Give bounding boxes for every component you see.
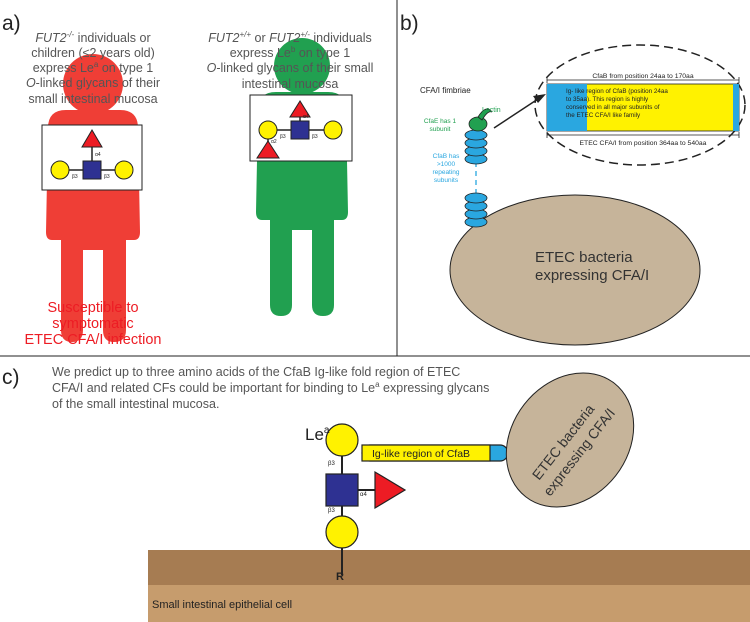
fucose-triangle-top (289, 100, 311, 118)
svg-text:R: R (336, 571, 344, 583)
fucose-triangle (81, 129, 103, 148)
svg-text:α4: α4 (360, 492, 367, 498)
svg-text:the ETEC CFA/I like family: the ETEC CFA/I like family (566, 112, 641, 119)
panel-c-label: c) (2, 366, 20, 389)
svg-text:We predict up to three amino a: We predict up to three amino acids of th… (52, 365, 460, 379)
svg-text:subunit: subunit (430, 126, 451, 133)
svg-text:FUT2+/+ or FUT2+/- individuals: FUT2+/+ or FUT2+/- individuals (208, 30, 372, 45)
svg-text:Ig- like region of CfaB (posit: Ig- like region of CfaB (position 24aa (566, 88, 668, 95)
zoom-ellipse (534, 44, 746, 166)
svg-text:CFA/I fimbriae: CFA/I fimbriae (420, 86, 471, 95)
svg-text:>1000: >1000 (437, 161, 456, 168)
zoom-arrow (493, 94, 546, 129)
galactose-right (323, 120, 343, 140)
panel-c: c) We predict up to three amino acids of… (2, 365, 750, 622)
svg-text:intestinal mucosa: intestinal mucosa (242, 77, 339, 91)
svg-text:FUT2-/- individuals or: FUT2-/- individuals or (35, 30, 150, 45)
svg-text:α4: α4 (95, 152, 101, 158)
glcnac-square (290, 120, 310, 140)
svg-text:β3: β3 (104, 174, 110, 180)
left-description: FUT2-/- individuals or children (≤2 year… (26, 30, 160, 106)
susceptible-text: Susceptible to symptomatic ETEC CFA/I in… (25, 300, 162, 348)
svg-text:CfaE has 1: CfaE has 1 (424, 118, 457, 125)
mucosa-bottom-layer (148, 585, 750, 622)
svg-text:symptomatic: symptomatic (52, 316, 133, 332)
ig-like-region: Ig-like region of CfaB (361, 444, 509, 462)
panel-c-description: We predict up to three amino acids of th… (52, 365, 489, 411)
etec-bacterium (449, 194, 701, 346)
svg-text:of the small intestinal mucosa: of the small intestinal mucosa. (52, 397, 219, 411)
svg-text:CfaB from position 24aa to 170: CfaB from position 24aa to 170aa (592, 73, 693, 80)
svg-text:ETEC bacteria: ETEC bacteria (535, 249, 633, 266)
right-description: FUT2+/+ or FUT2+/- individuals express L… (207, 30, 374, 91)
svg-text:β3: β3 (280, 134, 286, 140)
svg-text:α4: α4 (303, 114, 309, 120)
svg-text:express Leb on type 1: express Leb on type 1 (230, 45, 351, 60)
svg-text:conserved in all major subunit: conserved in all major subunits of (566, 104, 660, 111)
lea-label: Lea (305, 425, 330, 444)
right-glycan-box: α4 β3 β3 α2 (249, 94, 353, 162)
cfae-lectin (468, 116, 488, 132)
fucose-triangle-bottom (256, 140, 280, 159)
svg-text:repeating: repeating (432, 169, 459, 176)
mucosa-top-layer (148, 550, 750, 585)
epithelial-label: Small intestinal epithelial cell (152, 599, 292, 611)
svg-text:expressing CFA/I: expressing CFA/I (535, 267, 649, 284)
svg-text:express Lea on type 1: express Lea on type 1 (33, 60, 154, 75)
svg-text:subunits: subunits (434, 177, 459, 184)
svg-text:ETEC CFA/I from position 364aa: ETEC CFA/I from position 364aa to 540aa (580, 140, 707, 147)
svg-text:ETEC CFA/I infection: ETEC CFA/I infection (25, 332, 162, 348)
cfab-bar: CfaB from position 24aa to 170aa Ig- lik… (546, 73, 740, 147)
svg-text:to 35aa). This region is highl: to 35aa). This region is highly (566, 96, 649, 103)
glcnac-square (325, 473, 359, 507)
panel-a: a) FUT2-/- individuals or children (≤2 y… (2, 12, 373, 348)
galactose (325, 423, 359, 457)
svg-text:β3: β3 (328, 461, 335, 467)
svg-text:children (≤2 years old): children (≤2 years old) (31, 46, 155, 60)
svg-text:β3: β3 (72, 174, 78, 180)
galactose-left (258, 120, 278, 140)
svg-text:Ig-like region of CfaB: Ig-like region of CfaB (372, 448, 470, 460)
galactose-left (50, 160, 70, 180)
glcnac-circle (325, 515, 359, 549)
svg-text:Susceptible to: Susceptible to (47, 300, 138, 316)
panel-a-label: a) (2, 12, 21, 35)
fimbria (464, 108, 493, 228)
glcnac-square (82, 160, 102, 180)
panel-b-label: b) (400, 12, 419, 35)
left-glycan-box: α4 β3 β3 (41, 124, 143, 191)
svg-text:Lectin: Lectin (482, 107, 501, 114)
svg-text:O-linked glycans of their: O-linked glycans of their (26, 76, 160, 90)
galactose-right (114, 160, 134, 180)
svg-text:CfaB has: CfaB has (433, 153, 460, 160)
svg-text:O-linked glycans of their smal: O-linked glycans of their small (207, 61, 374, 75)
svg-text:β3: β3 (312, 134, 318, 140)
svg-text:α2: α2 (271, 139, 277, 145)
svg-text:CFA/I and related CFs could be: CFA/I and related CFs could be important… (52, 380, 489, 395)
lea-glycan: β3 α4 β3 R (325, 423, 407, 583)
svg-text:small intestinal mucosa: small intestinal mucosa (28, 92, 157, 106)
fucose-triangle (374, 470, 407, 510)
panel-b: b) ETEC bacteria expressing CFA/I CFA/I … (400, 12, 746, 346)
svg-text:β3: β3 (328, 508, 335, 514)
etec-bacterium-c: ETEC bacteria expressing CFA/I (505, 372, 635, 508)
